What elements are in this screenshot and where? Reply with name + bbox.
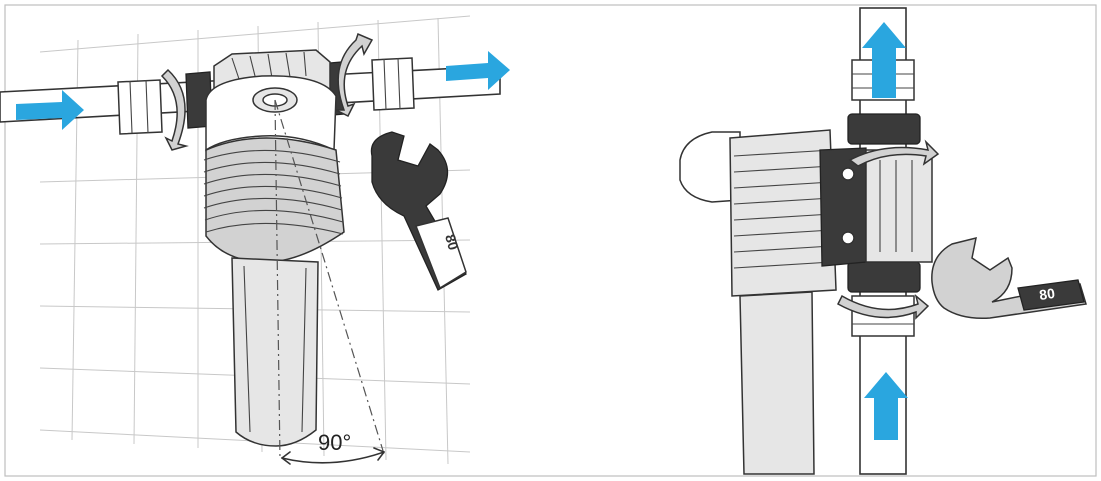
wrench-size-left: 80 [442,232,462,252]
outflow-arrow-up [862,22,906,98]
outflow-arrow-right [446,51,510,90]
filter-head-side [679,129,933,475]
diagram-frame [4,4,1097,477]
angle-label: 90° [318,430,351,455]
right-panel: 80 [679,7,1087,475]
wrench-left: 80 [370,131,467,291]
axis-line-vertical [274,99,281,461]
filter-head [205,49,337,152]
rotate-arrow-bottom [837,293,930,320]
rotate-arrow-top [848,139,940,167]
rotate-arrow-left [160,68,189,151]
wrench-size-right: 80 [1038,285,1056,303]
left-panel: 90° 80 [0,15,510,465]
angle-arc [281,451,385,464]
inflow-arrow-up [864,372,908,440]
rotate-arrow-right [335,32,374,118]
axis-line-tilted [274,99,385,455]
filter-housing [203,137,345,447]
inflow-arrow-left [16,90,84,130]
wrench-right: 80 [931,236,1087,320]
